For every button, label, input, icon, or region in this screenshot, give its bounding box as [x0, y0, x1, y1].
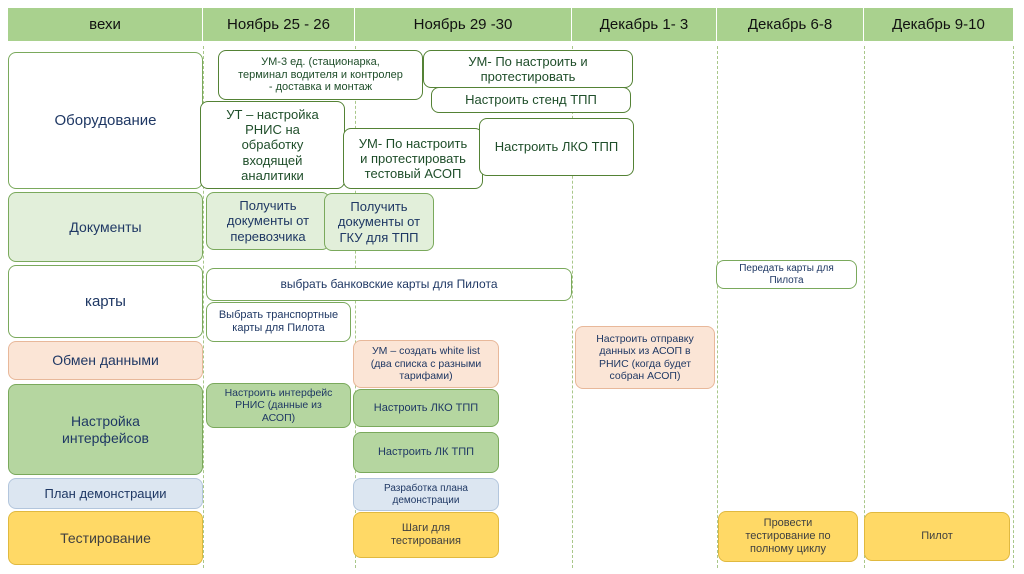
milestone-row-label-4[interactable]: Настройка интерфейсов [8, 384, 203, 475]
task-box-10[interactable]: Передать карты для Пилота [716, 260, 857, 289]
task-box-11[interactable]: УМ – создать white list (два списка с ра… [353, 340, 499, 388]
milestone-row-label-1[interactable]: Документы [8, 192, 203, 262]
task-box-3[interactable]: УТ – настройка РНИС на обработку входяще… [200, 101, 345, 189]
column-divider-3 [717, 46, 718, 568]
column-divider-2 [572, 46, 573, 568]
column-divider-1 [355, 46, 356, 568]
task-box-4[interactable]: УМ- По настроить и протестировать тестов… [343, 128, 483, 189]
timeline-header-cell-2: Ноябрь 29 -30 [355, 8, 572, 41]
task-box-16[interactable]: Разработка плана демонстрации [353, 478, 499, 511]
milestone-row-label-0[interactable]: Оборудование [8, 52, 203, 189]
timeline-header-cell-3: Декабрь 1- 3 [572, 8, 717, 41]
task-box-18[interactable]: Провести тестирование по полному циклу [718, 511, 858, 562]
task-box-7[interactable]: Получить документы от ГКУ для ТПП [324, 193, 434, 251]
task-box-0[interactable]: УМ-3 ед. (стационарка, терминал водителя… [218, 50, 423, 100]
task-box-5[interactable]: Настроить ЛКО ТПП [479, 118, 634, 176]
task-box-9[interactable]: Выбрать транспортные карты для Пилота [206, 302, 351, 342]
task-box-19[interactable]: Пилот [864, 512, 1010, 561]
milestone-row-label-2[interactable]: карты [8, 265, 203, 338]
task-box-14[interactable]: Настроить ЛКО ТПП [353, 389, 499, 427]
timeline-header-cell-4: Декабрь 6-8 [717, 8, 864, 41]
task-box-2[interactable]: Настроить стенд ТПП [431, 87, 631, 113]
task-box-8[interactable]: выбрать банковские карты для Пилота [206, 268, 572, 301]
timeline-header-cell-1: Ноябрь 25 - 26 [203, 8, 355, 41]
milestone-row-label-6[interactable]: Тестирование [8, 511, 203, 565]
column-divider-4 [864, 46, 865, 568]
task-box-17[interactable]: Шаги для тестирования [353, 512, 499, 558]
task-box-12[interactable]: Настроить отправку данных из АСОП в РНИС… [575, 326, 715, 389]
timeline-header-cell-5: Декабрь 9-10 [864, 8, 1013, 41]
column-divider-0 [203, 46, 204, 568]
milestone-row-label-3[interactable]: Обмен данными [8, 341, 203, 380]
timeline-header-cell-0: вехи [8, 8, 203, 41]
milestone-row-label-5[interactable]: План демонстрации [8, 478, 203, 509]
column-divider-5 [1013, 46, 1014, 568]
task-box-6[interactable]: Получить документы от перевозчика [206, 192, 330, 250]
task-box-15[interactable]: Настроить ЛК ТПП [353, 432, 499, 473]
task-box-13[interactable]: Настроить интерфейс РНИС (данные из АСОП… [206, 383, 351, 428]
task-box-1[interactable]: УМ- По настроить и протестировать [423, 50, 633, 88]
